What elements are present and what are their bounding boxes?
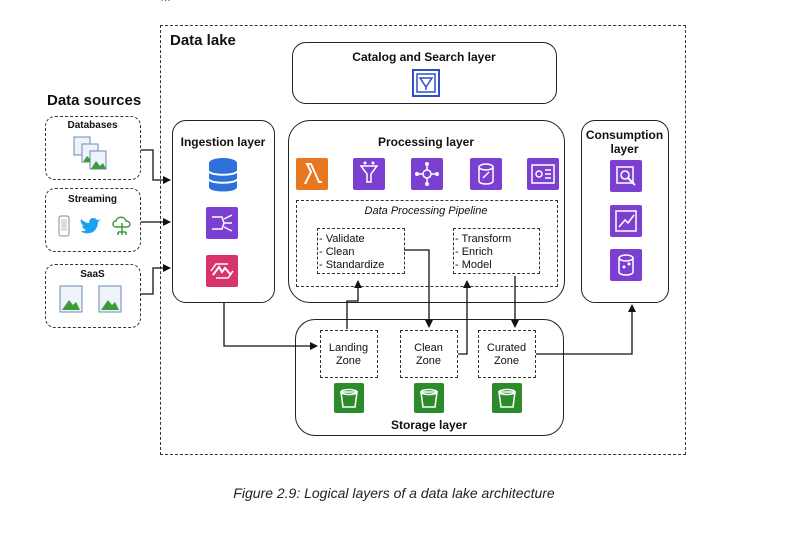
- data-lake-container: [160, 25, 686, 455]
- quicksight-icon: [610, 205, 642, 237]
- arrow-clean-to-transform: [458, 280, 471, 355]
- streaming-source: Streaming: [45, 188, 141, 252]
- appflow-icon: [206, 255, 238, 287]
- landing-zone-line1: Landing: [328, 342, 369, 354]
- processing-layer: Processing layer Data Processing Pipelin…: [288, 120, 565, 303]
- saas-app-icon-2: [98, 285, 122, 313]
- iot-cloud-icon: [110, 213, 134, 237]
- arrow-databases-to-ingestion: [141, 149, 171, 184]
- redshift-icon: [610, 249, 642, 281]
- ingestion-layer: Ingestion layer: [172, 120, 275, 303]
- consumption-title-line1: Consumption: [585, 128, 664, 142]
- arrow-curated-to-consumption: [536, 304, 636, 355]
- saas-app-icon-1: [59, 285, 83, 313]
- step1-line1: - Validate: [319, 233, 365, 245]
- curated-zone-line1: Curated: [486, 342, 527, 354]
- saas-source: SaaS: [45, 264, 141, 328]
- curated-zone-line2: Zone: [493, 355, 520, 367]
- step2-line3: - Model: [455, 259, 492, 271]
- data-lake-title: Data lake: [170, 32, 236, 49]
- consumption-title-line2: layer: [610, 142, 639, 156]
- pipeline-title: Data Processing Pipeline: [364, 205, 488, 217]
- landing-zone-line2: Zone: [335, 355, 362, 367]
- lambda-icon: [296, 158, 328, 190]
- dms-icon: [206, 157, 240, 193]
- storage-layer: Landing Zone Clean Zone Curated Zone Sto…: [295, 319, 564, 436]
- validate-clean-standardize-step: - Validate - Clean - Standardize: [317, 228, 405, 274]
- ingestion-layer-title: Ingestion layer: [180, 135, 266, 149]
- arrow-ingestion-to-landing: [223, 303, 318, 350]
- step1-line3: - Standardize: [319, 259, 385, 271]
- glue-databrew-icon: [353, 158, 385, 190]
- arrow-saas-to-ingestion: [141, 264, 171, 295]
- athena-icon: [610, 160, 642, 192]
- emr-icon: [470, 158, 502, 190]
- step2-line2: - Enrich: [455, 246, 493, 258]
- s3-bucket-icon: [492, 383, 522, 413]
- clean-zone-line2: Zone: [415, 355, 442, 367]
- saas-label: SaaS: [80, 269, 105, 280]
- consumption-layer: Consumption layer: [581, 120, 669, 303]
- arrow-validate-to-clean: [404, 249, 433, 328]
- kinesis-firehose-icon: [206, 207, 238, 239]
- data-processing-pipeline: Data Processing Pipeline - Validate - Cl…: [296, 200, 558, 287]
- header-fragment: …: [160, 0, 171, 5]
- curated-zone: Curated Zone: [478, 330, 536, 378]
- landing-zone: Landing Zone: [320, 330, 378, 378]
- databases-label: Databases: [67, 120, 118, 131]
- processing-layer-title: Processing layer: [377, 135, 475, 149]
- glue-icon: [411, 158, 443, 190]
- glue-data-catalog-icon: [411, 68, 441, 98]
- mobile-phone-icon: [58, 215, 70, 237]
- s3-bucket-icon: [414, 383, 444, 413]
- step2-line1: - Transform: [455, 233, 512, 245]
- databases-source: Databases: [45, 116, 141, 180]
- catalog-layer-title: Catalog and Search layer: [352, 50, 496, 64]
- figure-caption: Figure 2.9: Logical layers of a data lak…: [233, 485, 555, 501]
- s3-bucket-icon: [334, 383, 364, 413]
- clean-zone-line1: Clean: [414, 342, 443, 354]
- catalog-search-layer: Catalog and Search layer: [292, 42, 557, 104]
- twitter-icon: [80, 217, 102, 235]
- sagemaker-icon: [527, 158, 559, 190]
- clean-zone: Clean Zone: [400, 330, 458, 378]
- arrow-landing-to-validate: [346, 280, 362, 329]
- data-sources-title: Data sources: [47, 92, 142, 109]
- transform-enrich-model-step: - Transform - Enrich - Model: [453, 228, 540, 274]
- storage-layer-title: Storage layer: [390, 418, 468, 432]
- step1-line2: - Clean: [319, 246, 355, 258]
- database-stack-icon: [72, 135, 114, 175]
- streaming-label: Streaming: [68, 194, 117, 205]
